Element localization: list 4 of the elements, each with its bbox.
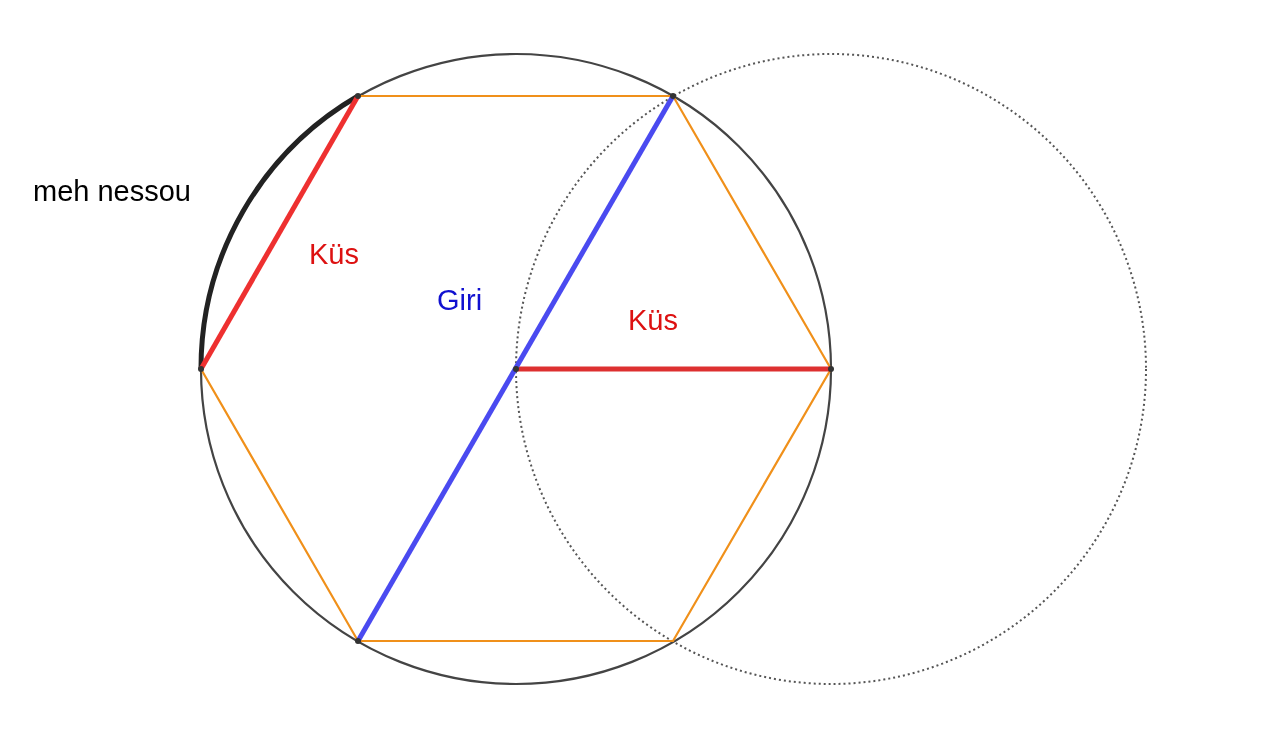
arc-label: meh nessou [33, 177, 191, 206]
diameter-label: Giri [437, 286, 483, 315]
radius-label: Küs [628, 306, 678, 335]
chord-label: Küs [309, 240, 359, 269]
